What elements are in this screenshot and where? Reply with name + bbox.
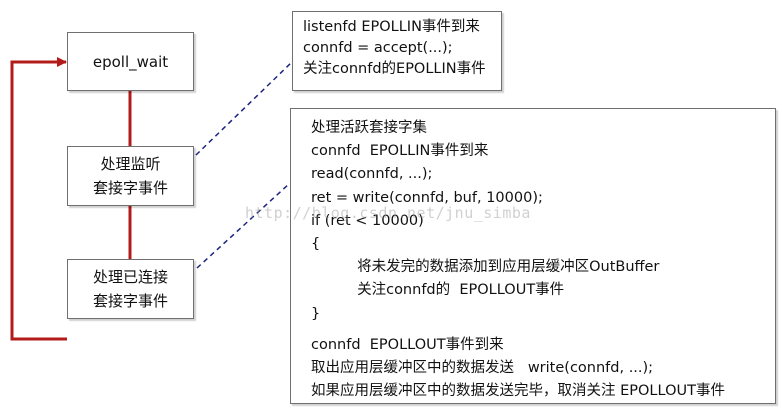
conn-note-line-11: 取出应用层缓冲区中的数据发送 write(connfd, ...); [311, 360, 654, 377]
conn-note-line-4: ret = write(connfd, buf, 10000); [311, 189, 543, 206]
listen-note-connector [195, 61, 293, 156]
conn-note-line-5: if (ret < 10000) [311, 212, 424, 229]
listen-note-line-2: connfd = accept(...); [303, 40, 453, 56]
conn-note-line-3: read(connfd, ...); [311, 166, 433, 183]
listen-box-line-2: 套接字事件 [92, 179, 168, 197]
listen-event-box: 处理监听 套接字事件 [67, 146, 194, 206]
conn-box-line-2: 套接字事件 [92, 292, 168, 310]
epoll-wait-box: epoll_wait [67, 32, 194, 91]
conn-note-line-6: { [311, 236, 321, 253]
epoll-wait-label: epoll_wait [92, 52, 169, 71]
watermark-text: http://blog.csdn.net/jnu_simba [245, 204, 531, 222]
conn-note-box: 处理活跃套接字集 connfd EPOLLIN事件到来 read(connfd,… [290, 108, 776, 404]
loop-back-arrow [10, 57, 67, 341]
conn-event-box: 处理已连接 套接字事件 [67, 259, 194, 319]
conn-note-line-10: connfd EPOLLOUT事件到来 [311, 336, 504, 353]
conn-note-line-8: 关注connfd的 EPOLLOUT事件 [311, 282, 565, 299]
conn-note-line-7: 将未发完的数据添加到应用层缓冲区OutBuffer [311, 259, 660, 276]
listen-note-box: listenfd EPOLLIN事件到来 connfd = accept(...… [292, 11, 502, 91]
conn-note-line-1: 处理活跃套接字集 [311, 120, 427, 136]
conn-note-spacer [311, 326, 765, 334]
conn-note-connector [196, 182, 291, 269]
listen-note-line-1: listenfd EPOLLIN事件到来 [303, 19, 480, 35]
listen-note-line-3: 关注connfd的EPOLLIN事件 [303, 61, 486, 77]
listen-box-line-1: 处理监听 [100, 155, 161, 173]
conn-note-line-12: 如果应用层缓冲区中的数据发送完毕，取消关注 EPOLLOUT事件 [311, 383, 725, 400]
conn-note-line-2: connfd EPOLLIN事件到来 [311, 143, 489, 160]
conn-box-line-1: 处理已连接 [92, 268, 168, 286]
conn-note-line-9: } [311, 305, 321, 322]
